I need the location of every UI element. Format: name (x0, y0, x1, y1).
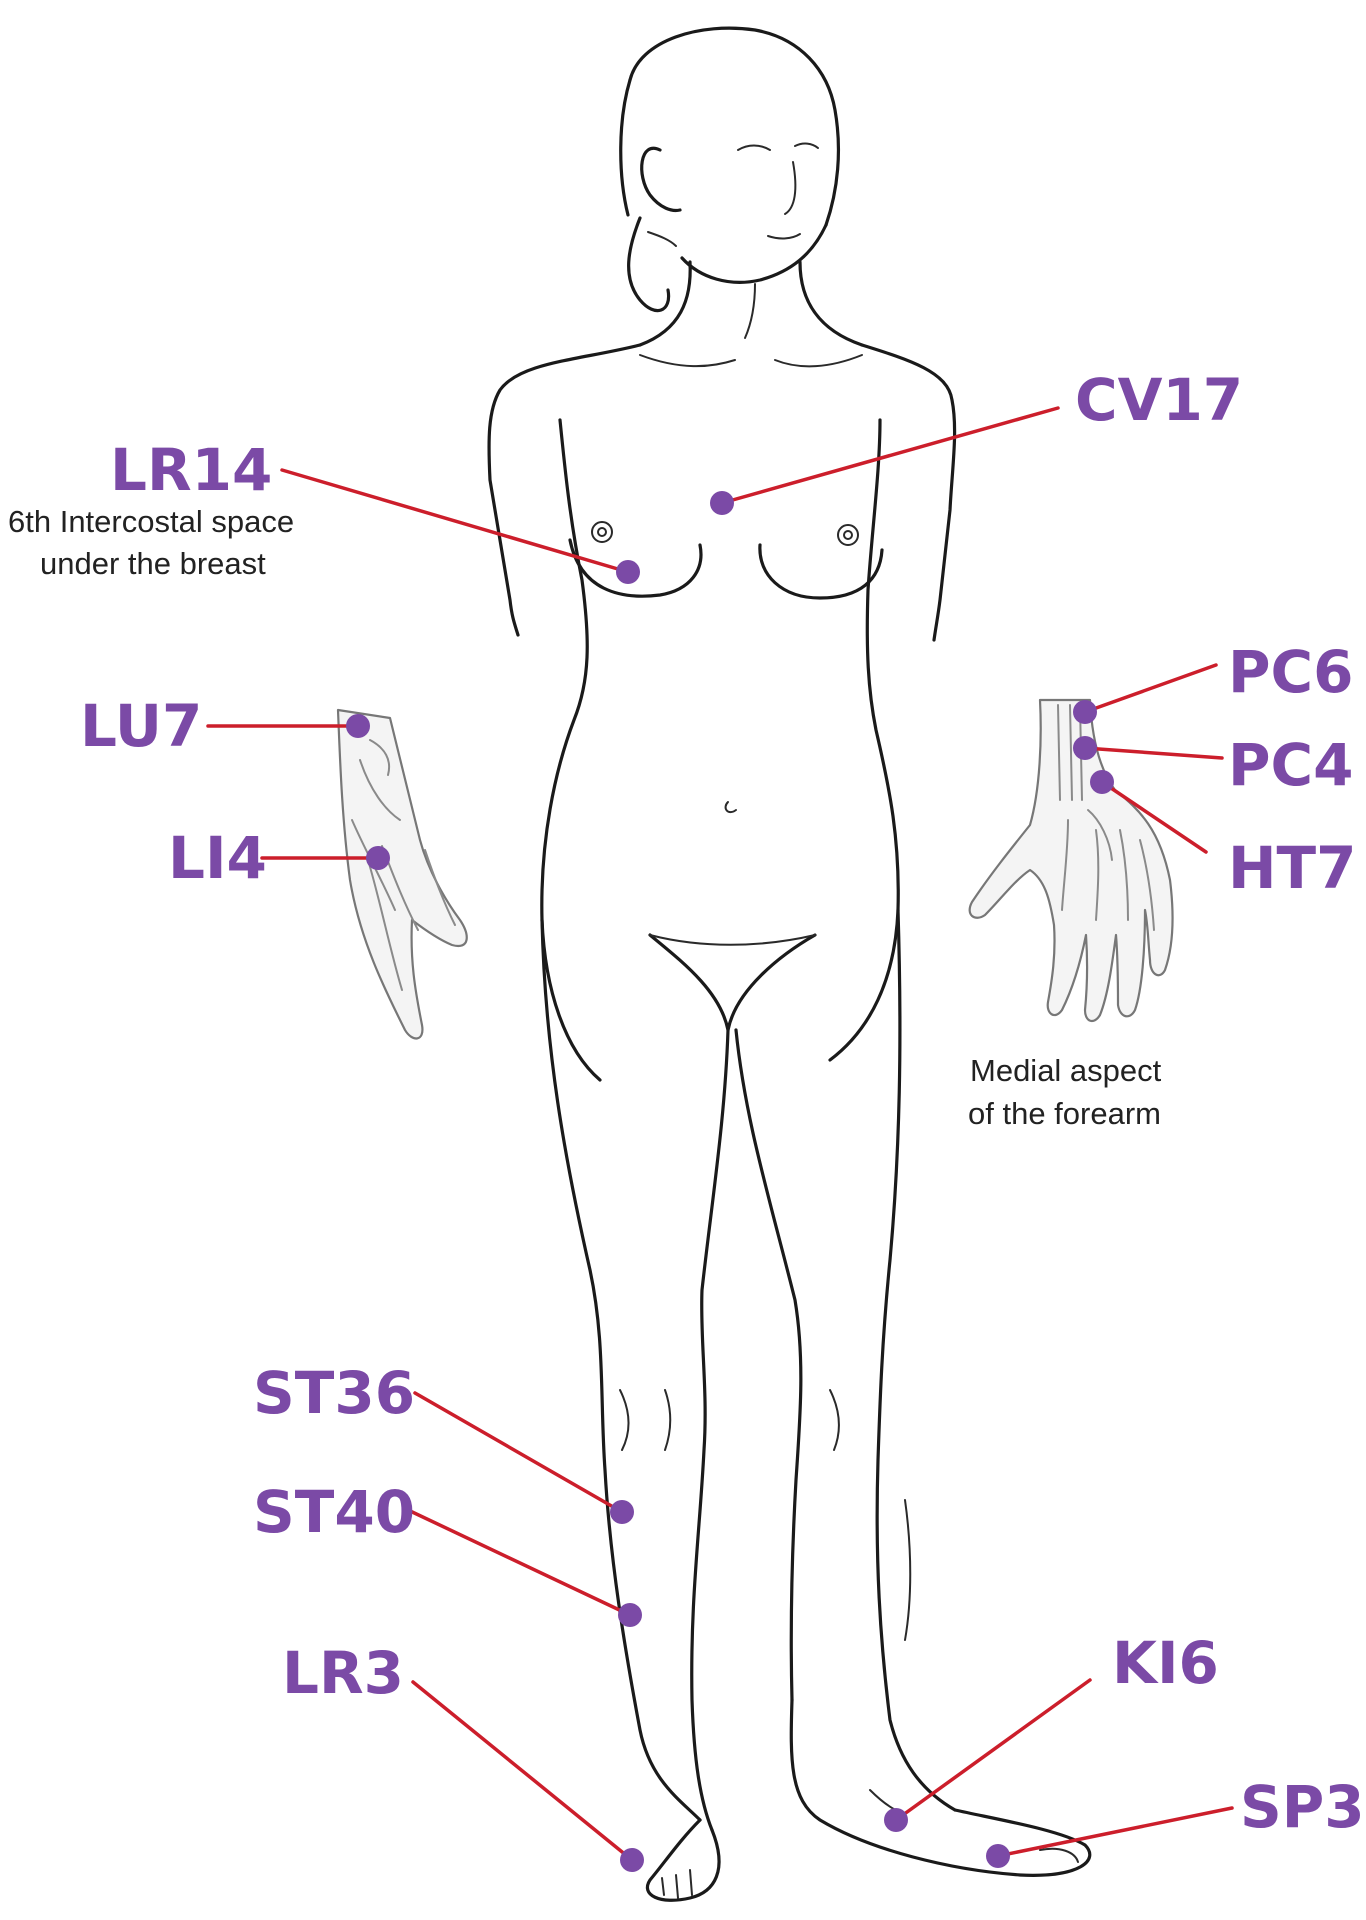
body-outline (487, 26, 1092, 1902)
dot-li4[interactable] (366, 846, 390, 870)
acupoint-dots (346, 491, 1114, 1872)
dot-pc4[interactable] (1073, 736, 1097, 760)
label-lr3: LR3 (282, 1639, 404, 1707)
dot-lr14[interactable] (616, 560, 640, 584)
dot-ki6[interactable] (884, 1808, 908, 1832)
label-ki6: KI6 (1112, 1629, 1219, 1697)
label-lu7: LU7 (80, 692, 202, 760)
label-pc4: PC4 (1228, 731, 1353, 799)
lr14-note-line-1: 6th Intercostal space (8, 504, 294, 539)
dot-cv17[interactable] (710, 491, 734, 515)
leader-pc4 (1083, 746, 1224, 760)
leader-ht7 (1100, 780, 1208, 854)
leader-lr14 (280, 468, 630, 574)
leader-lines (206, 406, 1234, 1862)
label-ht7: HT7 (1228, 834, 1356, 902)
dot-lu7[interactable] (346, 714, 370, 738)
dot-ht7[interactable] (1090, 770, 1114, 794)
dot-st36[interactable] (610, 1500, 634, 1524)
dot-sp3[interactable] (986, 1844, 1010, 1868)
annotation-notes: 6th Intercostal space under the breast M… (8, 504, 1162, 1131)
label-cv17: CV17 (1075, 366, 1243, 434)
label-st36: ST36 (253, 1359, 415, 1427)
leader-ki6 (894, 1678, 1092, 1822)
label-st40: ST40 (253, 1478, 415, 1546)
leader-st36 (413, 1391, 624, 1514)
left-hand-illustration (336, 708, 468, 1040)
forearm-caption-line-1: Medial aspect (970, 1053, 1162, 1088)
label-li4: LI4 (168, 824, 267, 892)
dot-lr3[interactable] (620, 1848, 644, 1872)
lr14-note-line-2: under the breast (40, 546, 266, 581)
label-pc6: PC6 (1228, 638, 1353, 706)
leader-cv17 (720, 406, 1060, 505)
label-sp3: SP3 (1240, 1773, 1365, 1841)
forearm-caption-line-2: of the forearm (968, 1096, 1161, 1131)
leader-sp3 (996, 1806, 1234, 1858)
leader-pc6 (1083, 663, 1218, 714)
point-labels: CV17 LR14 LU7 LI4 PC6 PC4 HT7 ST36 ST40 … (80, 366, 1365, 1841)
leader-st40 (406, 1508, 632, 1617)
label-lr14: LR14 (110, 436, 272, 504)
dot-st40[interactable] (618, 1603, 642, 1627)
dot-pc6[interactable] (1073, 700, 1097, 724)
right-hand-illustration (968, 698, 1174, 1023)
leader-lr3 (411, 1680, 634, 1862)
